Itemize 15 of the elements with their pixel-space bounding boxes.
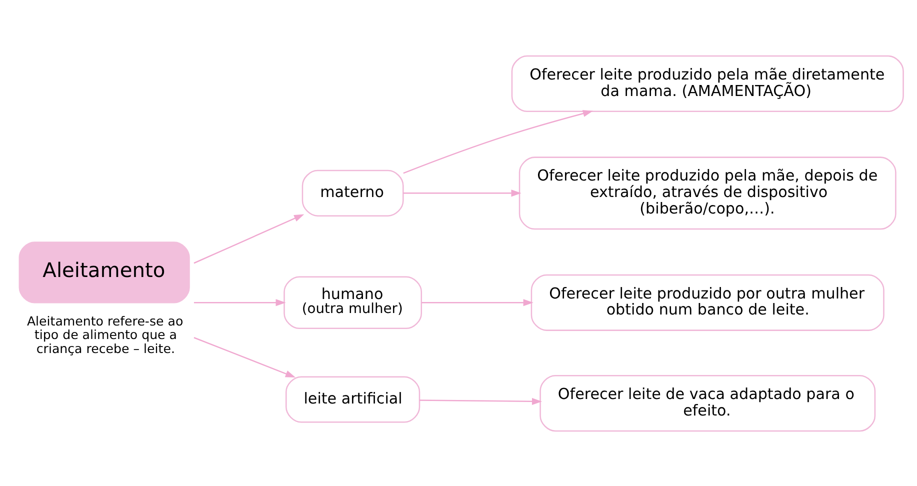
arrow [420, 397, 542, 404]
node-box: Oferecer leite produzido pela mãe diretamente da mama. (AMAMENTAÇÃO) [511, 54, 904, 112]
arrow [403, 189, 522, 196]
node-box: Oferecer leite produzido por outra mulher obtido num banco de leite. [530, 274, 884, 330]
node-box: leite artificial [286, 376, 420, 422]
node-box: materno [302, 169, 404, 216]
node-box: Oferecer leite de vaca adaptado para o efeito. [540, 374, 876, 432]
arrow [194, 336, 296, 378]
arrow [194, 214, 304, 264]
arrow [403, 110, 594, 174]
arrow [194, 298, 286, 306]
node-box: Oferecer leite produzido pela mãe, depois de extraído, através de dispositivo (biberão/copo,…). [518, 156, 896, 230]
node-box: humano (outra mulher) [284, 276, 422, 329]
node-label: Aleitamento refere-se ao tipo de alimento que a criança recebe – leite. [26, 312, 184, 356]
arrow [422, 298, 534, 306]
